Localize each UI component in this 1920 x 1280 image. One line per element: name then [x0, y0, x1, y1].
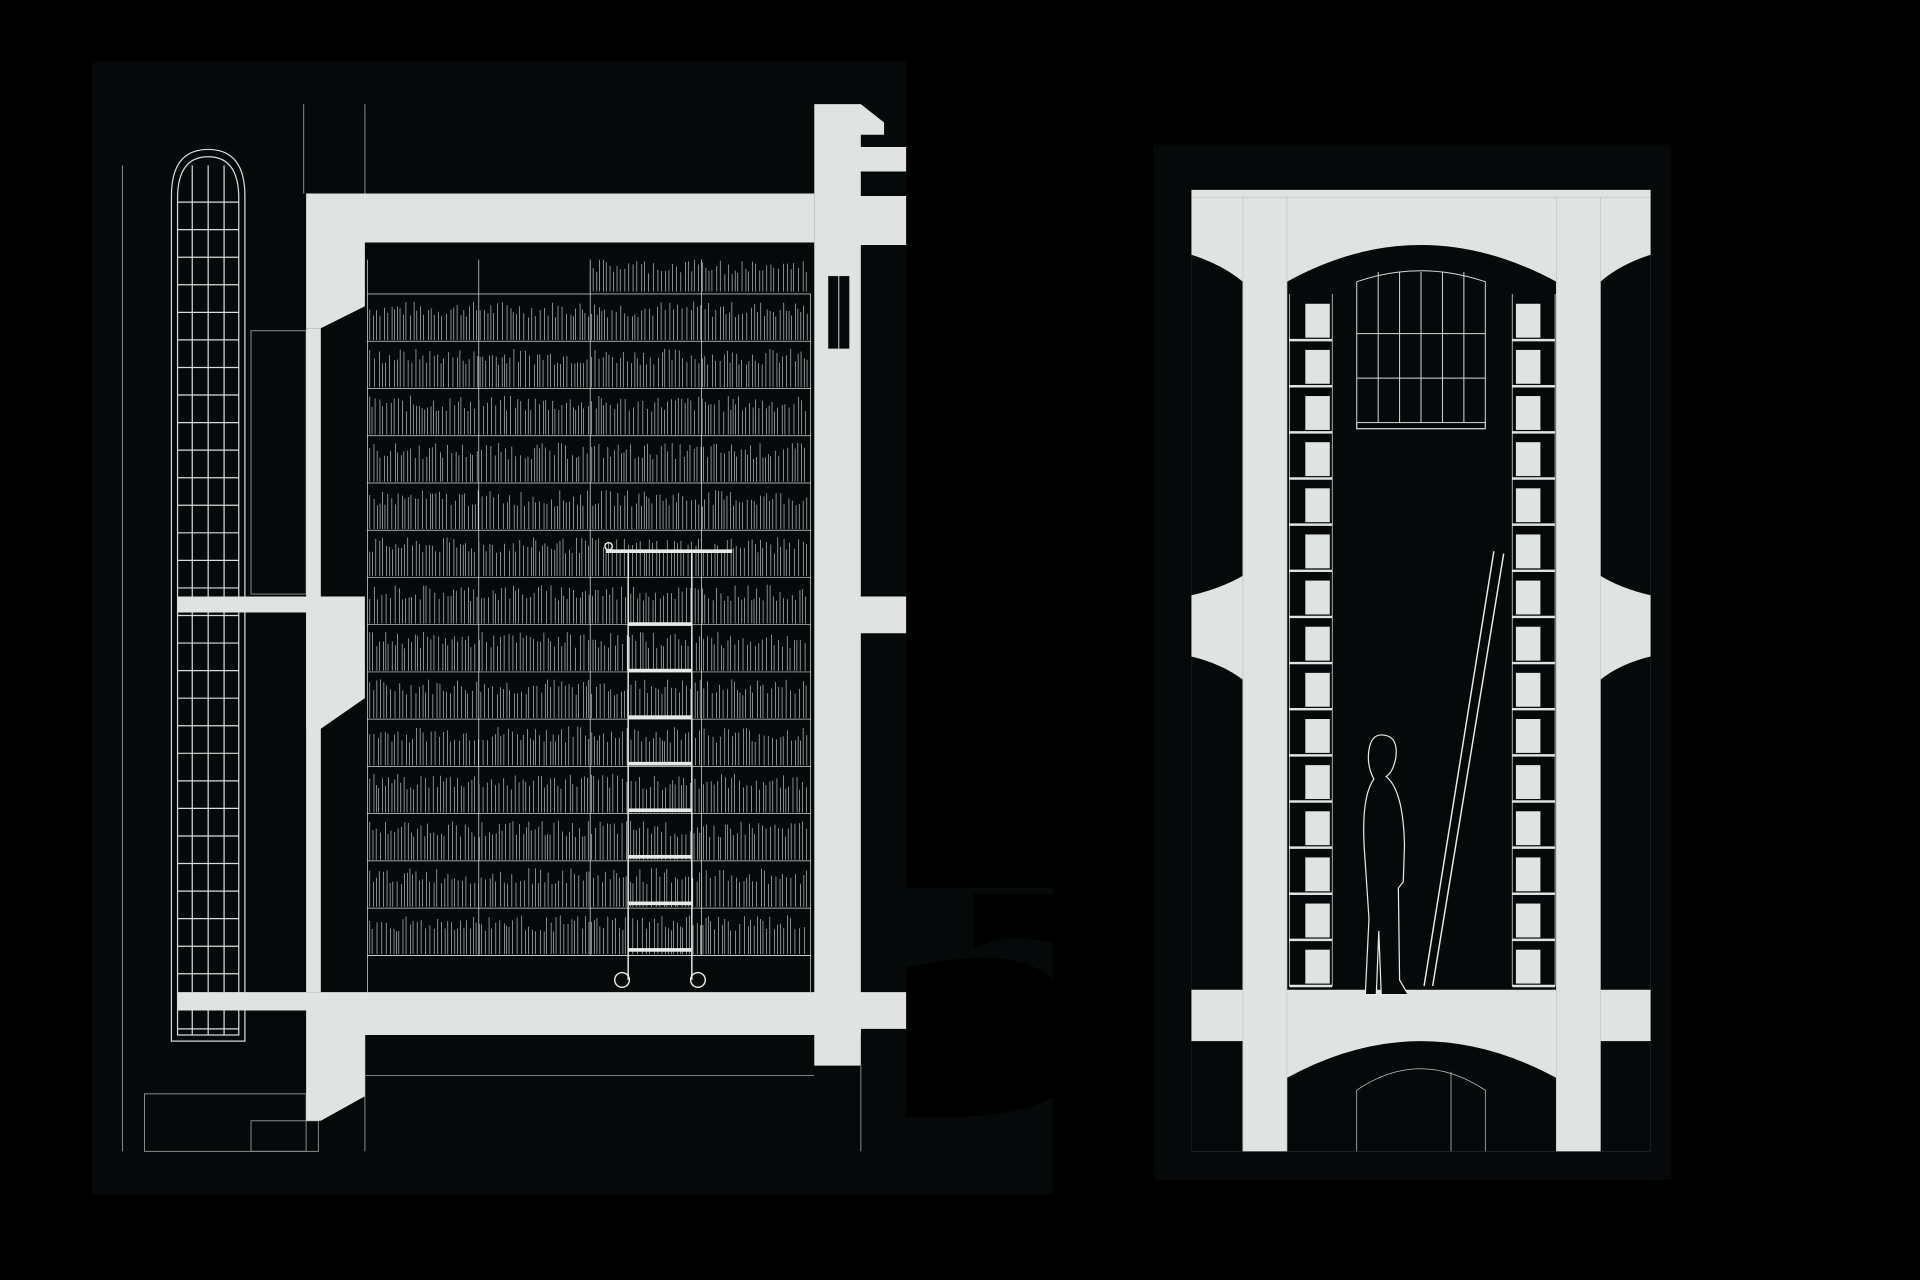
wall-opening [827, 275, 851, 350]
book-block [1515, 672, 1541, 707]
ladder-rung [628, 901, 692, 906]
rolling-ladder [604, 541, 733, 988]
book-block [1515, 396, 1541, 430]
book-row [589, 259, 807, 292]
book-block [1515, 626, 1541, 661]
book-block [1305, 811, 1330, 846]
book-row [369, 442, 805, 482]
floor-slab [177, 992, 907, 1121]
book-block [1305, 303, 1330, 338]
person-silhouette [1363, 734, 1410, 996]
book-block [1305, 765, 1330, 800]
bookshelf [366, 259, 811, 993]
book-block [1515, 442, 1541, 477]
book-block [1305, 719, 1330, 753]
book-row [369, 773, 807, 813]
mid-slab-left-thin [177, 596, 307, 613]
ladder-rung [628, 668, 692, 673]
book-block [1515, 903, 1541, 938]
book-block [1305, 949, 1330, 984]
structure-lines [1191, 196, 1651, 1152]
book-block [1515, 719, 1541, 753]
ladder-rung [628, 948, 692, 952]
mid-slab [177, 596, 365, 729]
roof-slab [306, 193, 815, 329]
book-block [1305, 903, 1330, 938]
side-shelves [1289, 293, 1556, 988]
book-block [1305, 580, 1330, 615]
book-block [1305, 534, 1330, 569]
book-block [1515, 488, 1541, 523]
book-row [369, 631, 806, 671]
book-block [1305, 857, 1330, 892]
voids [1191, 244, 1651, 1152]
book-block [1515, 857, 1541, 892]
book-row [369, 395, 806, 435]
book-block [1515, 949, 1541, 984]
ladder-rung [628, 761, 692, 766]
ladder-rung [628, 622, 692, 626]
book-row [369, 537, 807, 577]
book-row [369, 820, 807, 860]
book-block [1515, 765, 1541, 800]
book-row [369, 726, 808, 766]
leaning-ladder [1423, 551, 1505, 987]
longitudinal-section [91, 61, 1054, 1195]
arched-transom-window [1356, 270, 1486, 430]
book-block [1305, 396, 1330, 430]
ladder-rung [628, 854, 692, 859]
book-row [369, 868, 807, 907]
ladder-rung [628, 715, 692, 720]
book-block [1305, 488, 1330, 523]
book-block [1515, 580, 1541, 615]
facade-lines [121, 104, 862, 1152]
book-row [369, 679, 807, 718]
book-row [369, 915, 805, 955]
ladder-rung [628, 808, 692, 813]
book-row [369, 348, 808, 388]
book-row [369, 490, 808, 529]
book-block [1515, 811, 1541, 846]
book-block [1515, 534, 1541, 569]
book-block [1305, 672, 1330, 707]
book-block [1515, 303, 1541, 338]
cross-section [1153, 144, 1672, 1180]
book-block [1305, 442, 1330, 477]
book-block [1305, 349, 1330, 384]
arch-void [906, 894, 1054, 1118]
book-block [1515, 349, 1541, 384]
book-block [1305, 626, 1330, 661]
book-row [369, 301, 808, 340]
book-row [369, 584, 806, 624]
